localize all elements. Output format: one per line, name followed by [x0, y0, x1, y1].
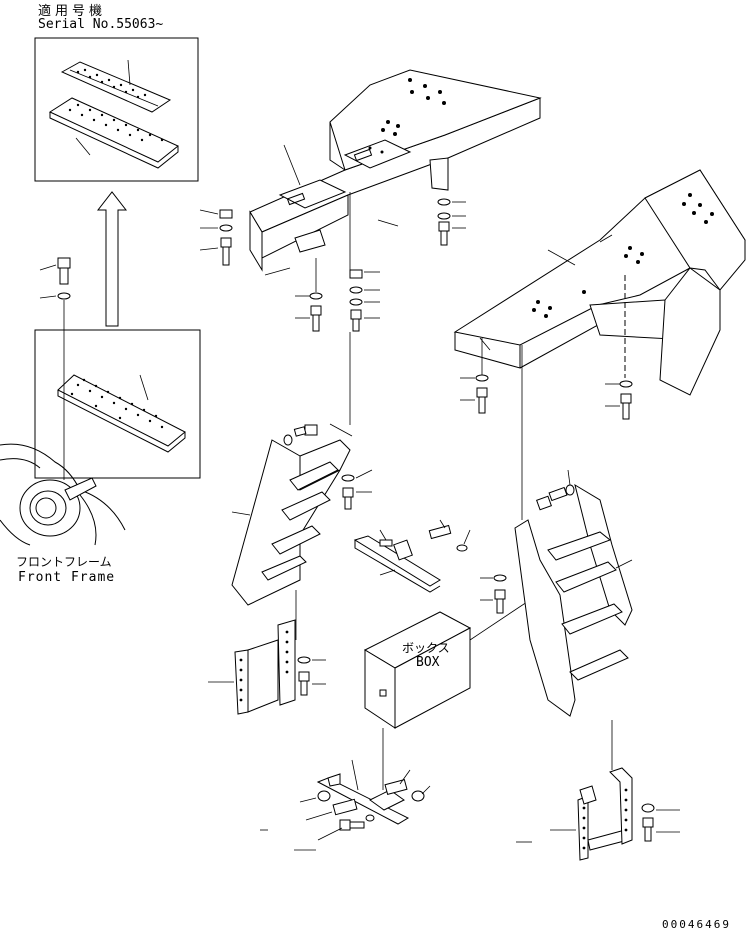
- inset-box-serial: [34, 37, 199, 182]
- box-label-en: BOX: [416, 655, 440, 670]
- front-frame-label-jp: フロントフレーム: [16, 555, 112, 569]
- front-frame-label-en: Front Frame: [18, 570, 116, 585]
- serial-label-jp: 適用号機: [38, 4, 107, 19]
- upgrade-arrow: [96, 191, 128, 327]
- right-ladder: [480, 469, 633, 770]
- bottom-bracket: [260, 759, 431, 851]
- support-bar: [353, 519, 471, 593]
- bottom-right-bracket: [516, 767, 680, 861]
- front-frame: [0, 443, 126, 546]
- drawing-number: 00046469: [662, 918, 731, 931]
- left-ladder: [231, 423, 373, 640]
- left-bracket: [208, 619, 326, 715]
- serial-label-en: Serial No.55063~: [38, 17, 164, 32]
- box-component: [363, 599, 531, 790]
- box-label-jp: ボックス: [402, 641, 450, 655]
- right-deck: [453, 169, 746, 520]
- upper-deck: [199, 69, 542, 425]
- left-bolt: [39, 257, 71, 480]
- inset-box-step: [34, 329, 201, 479]
